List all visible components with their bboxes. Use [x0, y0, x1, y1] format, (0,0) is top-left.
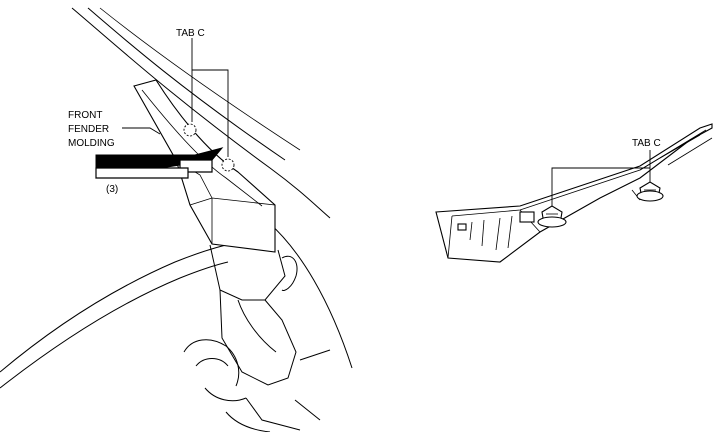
- molding-part-right: [435, 123, 713, 263]
- front-fender-molding-label-line1: FRONT: [68, 110, 102, 121]
- step-number-label: (3): [106, 184, 118, 195]
- tab-c-label-right: TAB C: [632, 138, 661, 149]
- left-illustration: TAB C FRONT FENDER MOLDING (3): [0, 7, 353, 432]
- tab-c-circle-left-2: [221, 158, 235, 172]
- windshield-edge-inner: [87, 7, 286, 161]
- front-fender-molding-label-line3: MOLDING: [68, 138, 115, 149]
- tab-c-label-left: TAB C: [176, 28, 205, 39]
- windshield-edge-inner-2: [99, 7, 301, 151]
- tab-c-leader-left: [191, 38, 229, 157]
- tab-c-leader-right: [551, 150, 651, 206]
- fender-curve-right: [267, 221, 353, 369]
- removal-tool-arrow: [95, 147, 224, 179]
- fender-molding-leader: [122, 127, 161, 135]
- tab-c-clip-right-2: [636, 181, 664, 202]
- hood-curve-outer: [0, 242, 236, 373]
- tab-c-circle-left-1: [183, 123, 197, 137]
- lower-body-panels: [183, 244, 331, 432]
- right-illustration: TAB C: [435, 123, 713, 263]
- front-fender-molding-label-line2: FENDER: [68, 124, 109, 135]
- hood-curve-inner: [0, 261, 229, 389]
- arrow-tool-underside: [95, 167, 189, 179]
- windshield-edge-outer: [71, 7, 331, 219]
- tab-c-clip-right-1: [537, 205, 567, 228]
